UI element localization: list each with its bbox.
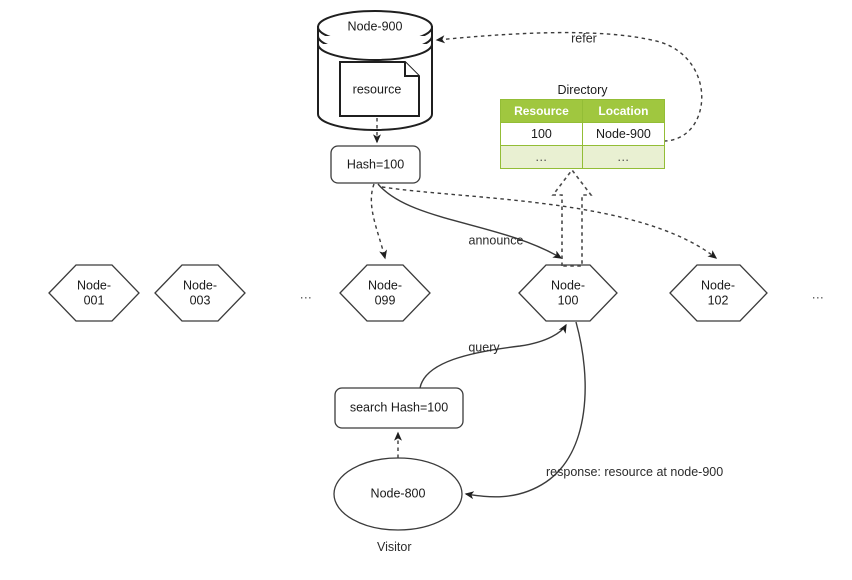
storage-label: Node-900 xyxy=(348,19,403,33)
node-099: Node- 099 xyxy=(339,264,431,322)
edge-announce-label: announce xyxy=(469,233,524,247)
edge-hash-to-node-099 xyxy=(370,183,388,260)
directory-cell-location-0: Node-900 xyxy=(581,122,666,146)
node-001-label-line2: 001 xyxy=(84,293,105,307)
visitor-label: Node-800 xyxy=(371,486,426,500)
hash-box: Hash=100 xyxy=(330,145,421,184)
directory-cell-location-1: ... xyxy=(581,145,666,169)
node-099-label-line2: 099 xyxy=(375,293,396,307)
edge-response xyxy=(464,321,586,500)
node-099-label-line1: Node- xyxy=(368,278,402,292)
node-003: Node- 003 xyxy=(154,264,246,322)
visitor-node-800: Node-800 xyxy=(333,457,463,531)
node-003-label-line1: Node- xyxy=(183,278,217,292)
table-row: ... ... xyxy=(500,145,666,169)
hash-box-label: Hash=100 xyxy=(347,157,404,171)
directory-caption: Directory xyxy=(557,83,608,97)
directory-cell-resource-0: 100 xyxy=(500,122,583,146)
node-102-label-line1: Node- xyxy=(701,278,735,292)
visitor-caption: Visitor xyxy=(377,540,412,554)
search-box-label: search Hash=100 xyxy=(350,400,448,414)
directory-col-location: Location xyxy=(581,99,666,123)
directory-header-row: Resource Location xyxy=(500,99,666,123)
node-003-label-line2: 003 xyxy=(190,293,211,307)
node-100: Node- 100 xyxy=(518,264,618,322)
edge-query xyxy=(419,323,567,389)
edge-hash-to-node-102 xyxy=(381,186,718,259)
node-001-label-line1: Node- xyxy=(77,278,111,292)
edge-node100-to-directory-blockarrow xyxy=(551,168,593,267)
node-100-label-line2: 100 xyxy=(558,293,579,307)
edge-query-label: query xyxy=(468,340,500,354)
directory-table: Resource Location 100 Node-900 ... ... xyxy=(500,99,666,169)
directory-cell-resource-1: ... xyxy=(500,145,583,169)
table-row: 100 Node-900 xyxy=(500,122,666,146)
node-102-label-line2: 102 xyxy=(708,293,729,307)
node-102: Node- 102 xyxy=(669,264,768,322)
search-box: search Hash=100 xyxy=(334,387,464,429)
node-001: Node- 001 xyxy=(48,264,140,322)
resource-label: resource xyxy=(353,82,402,96)
edge-announce xyxy=(377,183,563,259)
edge-response-label: response: resource at node-900 xyxy=(546,465,724,479)
directory-col-resource: Resource xyxy=(500,99,583,123)
edge-refer xyxy=(435,31,703,142)
ellipsis-right: ... xyxy=(812,286,824,301)
edge-refer-label: refer xyxy=(571,31,597,45)
storage-node-900: Node-900 resource xyxy=(317,10,433,131)
ellipsis-left: ... xyxy=(300,286,312,301)
resource-document-icon xyxy=(339,61,420,117)
node-100-label-line1: Node- xyxy=(551,278,585,292)
